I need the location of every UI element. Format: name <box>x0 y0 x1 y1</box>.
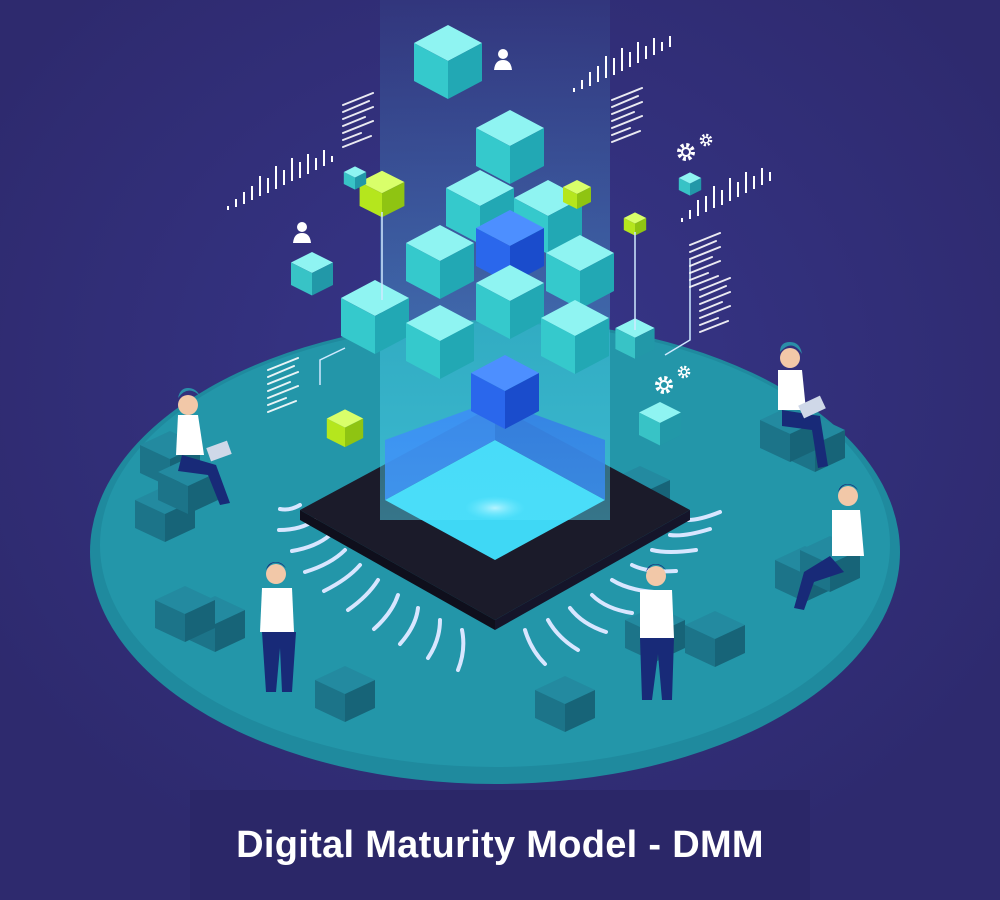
connector-lines <box>319 212 691 385</box>
caption-bar: Digital Maturity Model - DMM <box>190 790 810 900</box>
person-man-standing-left <box>260 562 296 692</box>
person-woman-seated-right <box>760 342 828 468</box>
person-woman-seated-left <box>158 388 232 514</box>
caption-title: Digital Maturity Model - DMM <box>236 823 764 866</box>
waveform-icon <box>573 36 671 92</box>
person-man-standing-center <box>640 564 674 700</box>
person-man-seated-right <box>794 484 864 610</box>
waveform-icon <box>681 168 771 222</box>
waveform-icon <box>227 150 333 210</box>
